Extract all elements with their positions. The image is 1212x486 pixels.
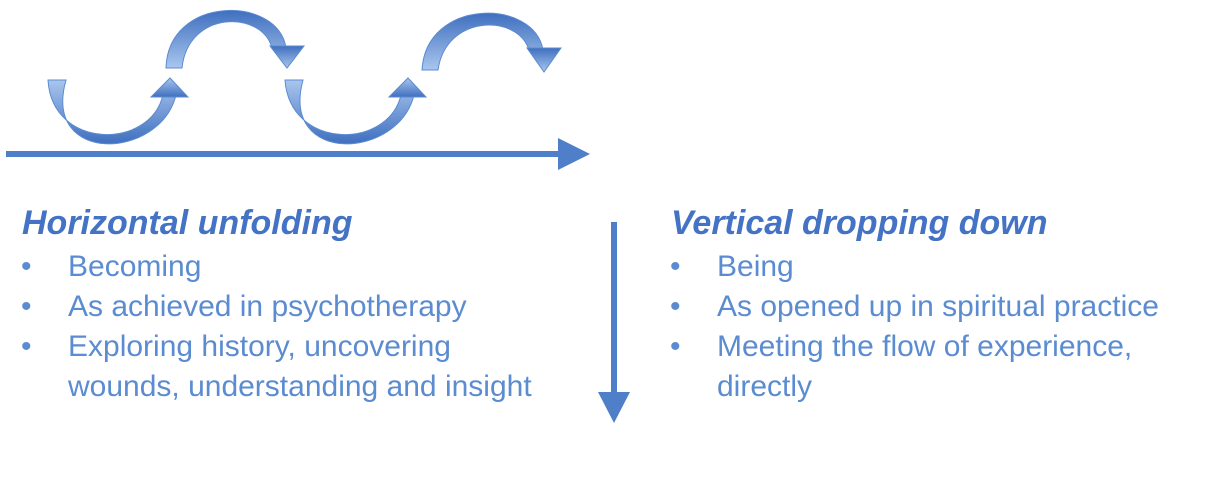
vertical-arrow [598, 222, 630, 423]
curved-arrow-4 [421, 12, 562, 73]
list-item: Becoming [21, 247, 541, 287]
curved-arrow-2 [165, 10, 306, 69]
list-item: As achieved in psychotherapy [21, 287, 541, 327]
horizontal-arrow [6, 138, 590, 170]
list-item: Exploring history, uncovering wounds, un… [21, 327, 541, 407]
vertical-dropping-heading: Vertical dropping down [671, 204, 1048, 242]
list-item: Being [670, 247, 1190, 287]
curved-arrow-1 [47, 77, 190, 145]
horizontal-unfolding-heading: Horizontal unfolding [22, 204, 353, 242]
curved-arrow-3 [284, 77, 428, 145]
list-item: As opened up in spiritual practice [670, 287, 1190, 327]
list-item: Meeting the flow of experience, directly [670, 327, 1190, 407]
vertical-bullet-list: Being As opened up in spiritual practice… [670, 247, 1190, 407]
horizontal-bullet-list: Becoming As achieved in psychotherapy Ex… [21, 247, 541, 407]
